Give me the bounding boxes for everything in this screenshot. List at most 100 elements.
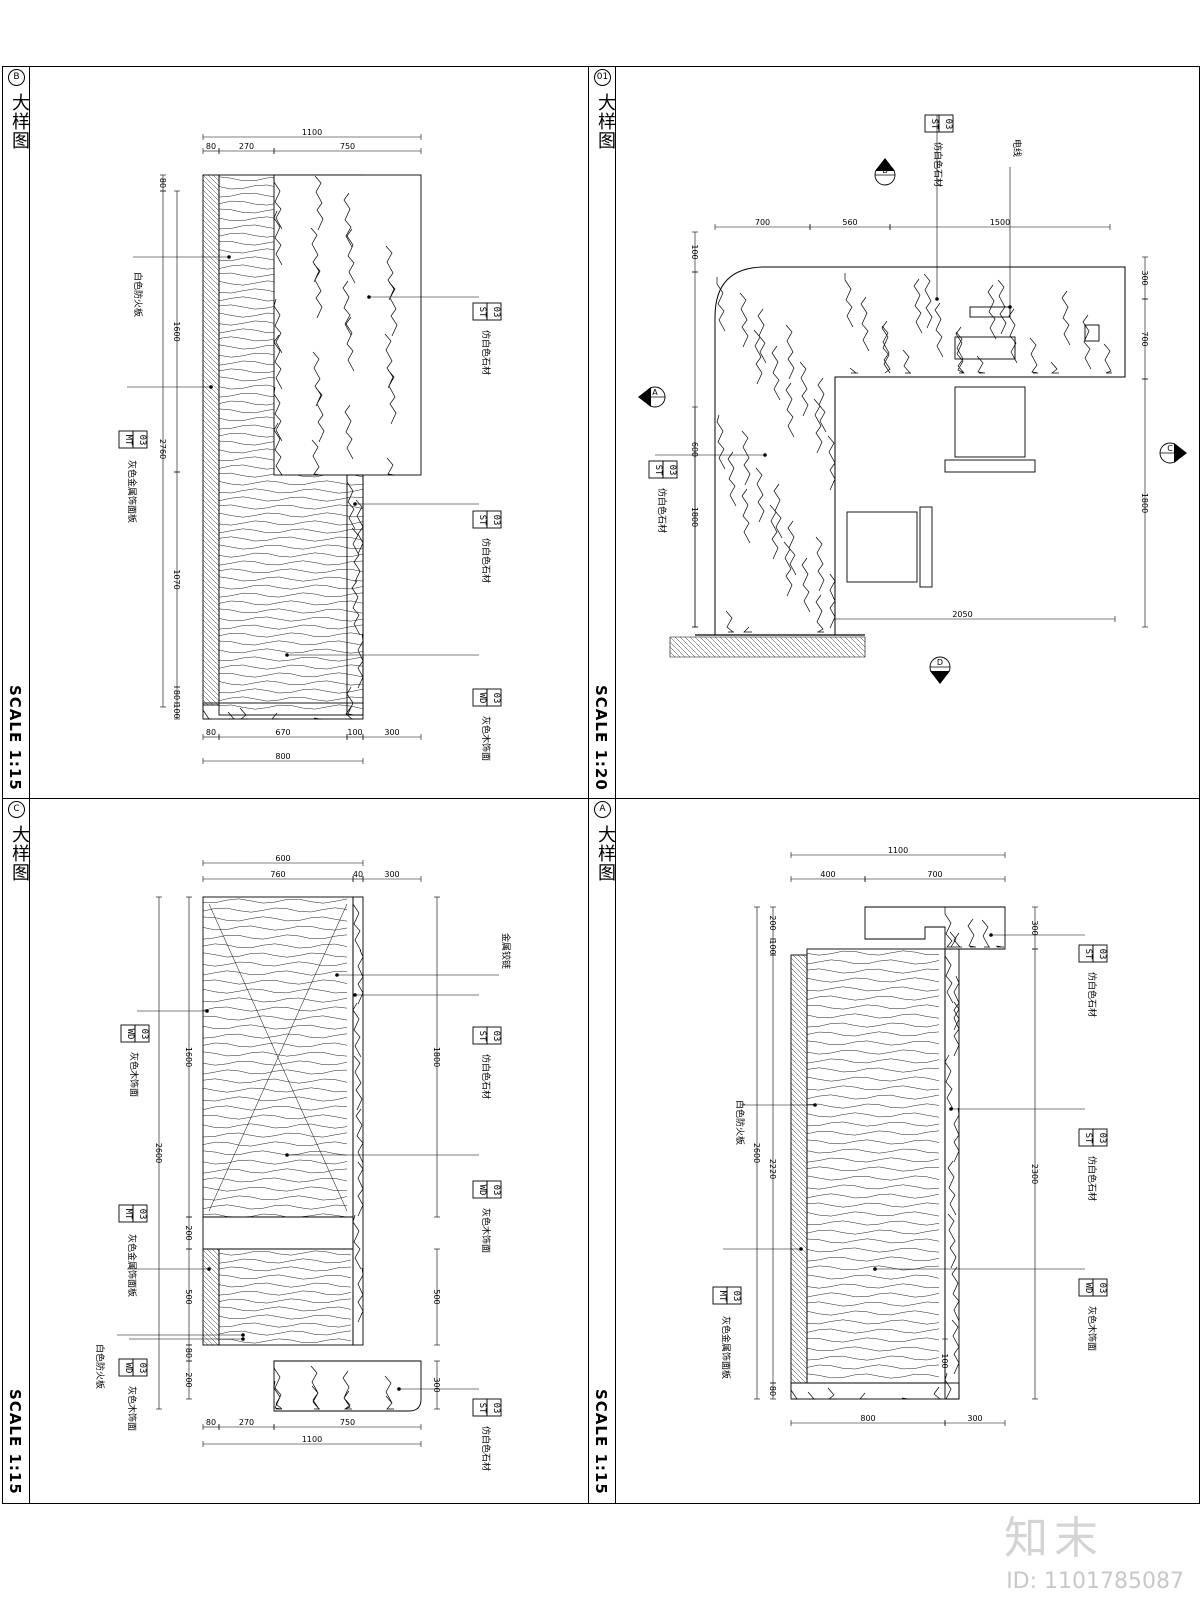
metal-hatch-pattern	[790, 954, 808, 1384]
material-code: ST	[1083, 1133, 1093, 1144]
dimension-text: 270	[239, 142, 254, 151]
material-code: ST	[477, 515, 487, 526]
material-code: ST	[653, 465, 663, 476]
material-tag-box	[1092, 944, 1108, 963]
l-shaped-desk-top	[714, 266, 1126, 636]
material-label: 灰色木饰面	[126, 1386, 138, 1431]
material-label: 金属铰链	[500, 933, 512, 969]
monitor	[969, 306, 1011, 318]
material-tag-box	[486, 688, 502, 707]
dimension-text: 300	[384, 870, 399, 879]
material-tag-box	[486, 1026, 502, 1045]
marble-base	[202, 702, 364, 720]
detail-title: 大样图	[595, 93, 616, 150]
dimension-text: 200	[184, 1225, 193, 1240]
material-code: ST	[1083, 949, 1093, 960]
title-strip: A 大样图 SCALE 1:15	[589, 799, 616, 1503]
material-label: 仿白色石材	[480, 330, 492, 375]
dimension-text: 560	[842, 218, 857, 227]
floor-hatch-area	[669, 636, 866, 658]
material-code: WD	[123, 1363, 133, 1374]
material-number: 03	[491, 693, 501, 704]
chair-seat	[846, 511, 918, 583]
dimension-text: 80	[206, 1418, 216, 1427]
material-label: 灰色木饰面	[480, 716, 492, 761]
material-label: 灰色木饰面	[128, 1052, 140, 1097]
material-number: 03	[137, 1209, 147, 1220]
marble-vein-pattern	[944, 949, 960, 1400]
dimension-text: 600	[690, 442, 699, 457]
dimension-text: 300	[1140, 270, 1149, 285]
section-marker-letter: D	[937, 658, 943, 667]
dimension-text: 100	[768, 939, 777, 954]
material-tag-box	[486, 1398, 502, 1417]
section-marker-arrow	[930, 671, 950, 684]
material-code: MT	[717, 1291, 727, 1302]
material-number: 03	[1097, 949, 1107, 960]
metal-hatch-pattern	[202, 1248, 220, 1346]
section-marker-letter: A	[652, 388, 658, 397]
dimension-text: 800	[275, 752, 290, 761]
material-label: 灰色木饰面	[480, 1208, 492, 1253]
material-tag-box	[134, 1024, 150, 1043]
dimension-text: 2050	[952, 610, 972, 619]
title-strip: B 大样图 SCALE 1:15	[3, 67, 30, 799]
dimension-text: 2220	[768, 1159, 777, 1179]
chair-armrest	[944, 459, 1036, 473]
material-number: 03	[731, 1291, 741, 1302]
material-label: 仿白色石材	[480, 538, 492, 583]
dimension-text: 80	[158, 178, 167, 188]
marble-desk-top	[273, 1360, 422, 1412]
material-label: 电线	[1011, 139, 1023, 157]
wood-grain-pattern	[202, 898, 348, 1218]
material-code: WD	[125, 1029, 135, 1040]
dimension-text: 100	[347, 728, 362, 737]
dimension-text: 1100	[302, 128, 322, 137]
dimension-text: 500	[432, 1289, 441, 1304]
material-label: 仿白色石材	[656, 488, 668, 533]
marble-top-panel	[273, 174, 422, 476]
metal-side-panel	[790, 954, 808, 1384]
toe-kick-panel	[202, 1216, 354, 1250]
dimension-text: 270	[239, 1418, 254, 1427]
dimension-text: 200	[184, 1372, 193, 1387]
material-number: 03	[491, 1031, 501, 1042]
material-label: 白色防火板	[94, 1344, 106, 1389]
chair-seat	[954, 386, 1026, 458]
marble-vein-pattern	[844, 273, 1112, 374]
material-label: 灰色金属饰面板	[126, 460, 138, 523]
dimension-text: 300	[967, 1414, 982, 1423]
dimension-text: 100	[172, 703, 181, 718]
detail-marker: C	[8, 801, 25, 818]
scale-label: SCALE 1:15	[6, 685, 24, 791]
material-code: MT	[123, 435, 133, 446]
scale-label: SCALE 1:15	[6, 1389, 24, 1495]
dimension-text: 500	[184, 1289, 193, 1304]
material-tag-box	[486, 510, 502, 529]
metal-side-panel	[202, 174, 220, 706]
marble-vein-pattern	[352, 897, 364, 1323]
dimension-text: 40	[353, 870, 363, 879]
material-code: WD	[1083, 1283, 1093, 1294]
detail-marker: B	[8, 69, 25, 86]
dimension-text: 80	[172, 690, 181, 700]
marble-edge-strip	[346, 474, 364, 716]
material-number: 03	[491, 1403, 501, 1414]
dimension-text: 100	[940, 1353, 949, 1368]
dimension-text: 2600	[154, 1143, 163, 1163]
marble-vein-pattern	[202, 703, 354, 720]
telephone	[1084, 324, 1100, 342]
title-strip: C 大样图 SCALE 1:15	[3, 799, 30, 1503]
material-label: 白色防火板	[734, 1100, 746, 1145]
wood-grain-pattern	[806, 950, 940, 1379]
wood-cabinet-front	[806, 948, 946, 1384]
dimension-text: 1600	[184, 1047, 193, 1067]
title-strip: 01 大样图 SCALE 1:20	[589, 67, 616, 799]
section-marker-arrow	[1174, 443, 1187, 463]
material-label: 灰色木饰面	[1086, 1306, 1098, 1351]
metal-hatch-pattern	[202, 174, 220, 706]
